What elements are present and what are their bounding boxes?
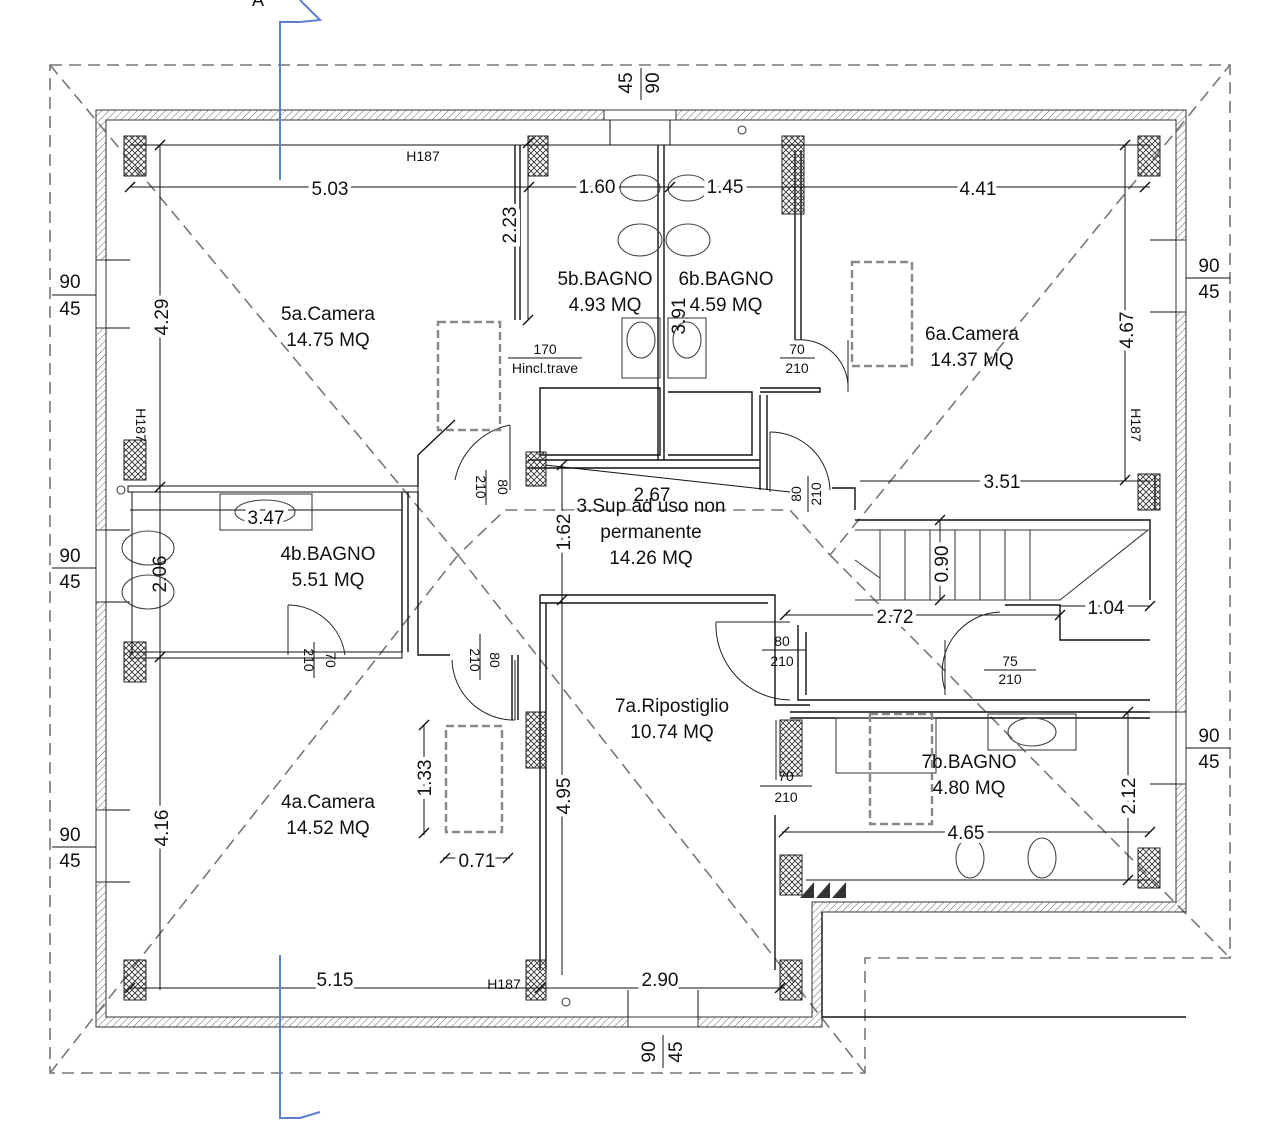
room-3-name-line1: 3.Sup ad uso non — [577, 496, 726, 517]
dim-2-67: 2.67 — [634, 485, 671, 506]
window-left2-45: 45 — [59, 572, 80, 593]
window-right1-45: 45 — [1198, 282, 1219, 303]
window-left2-90: 90 — [59, 546, 80, 567]
section-line: A — [252, 0, 323, 1119]
dim-4-65: 4.65 — [948, 823, 985, 844]
door-stairs-height: 210 — [998, 671, 1022, 687]
dimension-lines — [124, 137, 1156, 994]
dim-1-62: 1.62 — [554, 514, 575, 551]
window-left3-90: 90 — [59, 825, 80, 846]
room-7a-area: 10.74 MQ — [630, 722, 713, 743]
dim-3-47: 3.47 — [248, 508, 285, 529]
dim-0-90: 0.90 — [932, 546, 953, 583]
fixtures — [116, 125, 1077, 1007]
dim-4-29: 4.29 — [152, 299, 173, 336]
dim-1-60: 1.60 — [579, 177, 616, 198]
beam-height-value: 170 — [533, 341, 557, 357]
room-6a-name: 6a.Camera — [925, 324, 1019, 345]
room-4a-area: 14.52 MQ — [286, 818, 369, 839]
room-5b-name: 5b.BAGNO — [557, 269, 652, 290]
dim-4-16: 4.16 — [152, 810, 173, 847]
door-4a-width: 80 — [487, 652, 503, 668]
stairs — [854, 529, 1150, 601]
opening-labels: 45 90 90 45 90 45 90 45 90 45 90 45 90 4… — [52, 68, 1230, 1068]
dim-3-91: 3.91 — [669, 298, 690, 335]
door-4b-width: 70 — [323, 652, 339, 668]
door-stairs-width: 75 — [1002, 653, 1018, 669]
section-marker-label: A — [252, 0, 264, 10]
room-4b-area: 5.51 MQ — [292, 570, 365, 591]
door-7a-width: 80 — [774, 633, 790, 649]
height-h187-bottom: H187 — [487, 976, 521, 992]
window-left1-90: 90 — [59, 272, 80, 293]
dim-2-23: 2.23 — [500, 207, 521, 244]
room-7a-name: 7a.Ripostiglio — [615, 696, 729, 717]
room-6b-area: 4.59 MQ — [690, 295, 763, 316]
window-left3-45: 45 — [59, 851, 80, 872]
dim-5-03: 5.03 — [312, 179, 349, 200]
room-5a-area: 14.75 MQ — [286, 330, 369, 351]
dim-0-71: 0.71 — [459, 851, 496, 872]
door-4a-height: 210 — [467, 648, 483, 672]
door-6a-width: 70 — [789, 341, 805, 357]
door-6a-lower-width: 80 — [788, 486, 804, 502]
interior-walls — [127, 145, 1156, 970]
door-7a-height: 210 — [770, 653, 794, 669]
dim-4-67: 4.67 — [1117, 312, 1138, 349]
room-7b-name: 7b.BAGNO — [921, 752, 1016, 773]
beam-height-label: Hincl.trave — [512, 360, 578, 376]
window-top-45: 45 — [616, 72, 637, 93]
door-5a-width: 80 — [495, 479, 511, 495]
door-4b-height: 210 — [301, 648, 317, 672]
height-h187-right: H187 — [1128, 408, 1144, 442]
room-3-area: 14.26 MQ — [609, 548, 692, 569]
dim-5-15: 5.15 — [317, 970, 354, 991]
room-6b-name: 6b.BAGNO — [678, 269, 773, 290]
door-6a-height: 210 — [785, 360, 809, 376]
dim-1-33: 1.33 — [415, 760, 436, 797]
dim-2-06: 2.06 — [150, 556, 171, 593]
roof-outline — [49, 64, 1231, 1074]
room-6a-area: 14.37 MQ — [930, 350, 1013, 371]
height-h187-top: H187 — [406, 148, 440, 164]
door-6a-lower-height: 210 — [808, 482, 824, 506]
room-labels: 5a.Camera 14.75 MQ 5b.BAGNO 4.93 MQ 6b.B… — [280, 269, 1019, 839]
window-top-90: 90 — [643, 72, 664, 93]
door-5a-height: 210 — [473, 475, 489, 499]
window-bottom-90: 90 — [639, 1041, 660, 1062]
room-5a-name: 5a.Camera — [281, 304, 375, 325]
columns — [123, 135, 1161, 1001]
height-h187-left: H187 — [133, 408, 149, 442]
room-7b-area: 4.80 MQ — [933, 778, 1006, 799]
dim-2-90: 2.90 — [642, 970, 679, 991]
dim-2-72: 2.72 — [877, 607, 914, 628]
dimension-labels: 5.03 1.60 1.45 4.41 3.51 3.47 2.67 2.72 … — [148, 173, 1144, 995]
door-7b-height: 210 — [774, 789, 798, 805]
door-7b-width: 70 — [778, 768, 794, 784]
window-left1-45: 45 — [59, 299, 80, 320]
window-right2-45: 45 — [1198, 752, 1219, 773]
dim-3-51: 3.51 — [984, 472, 1021, 493]
dim-4-41: 4.41 — [960, 179, 997, 200]
window-bottom-45: 45 — [666, 1041, 687, 1062]
doors — [287, 339, 1001, 780]
dim-4-95: 4.95 — [554, 778, 575, 815]
height-labels: H187 H187 H187 H187 170 Hincl.trave — [133, 148, 1144, 992]
room-4a-name: 4a.Camera — [281, 792, 375, 813]
window-right2-90: 90 — [1198, 726, 1219, 747]
room-4b-name: 4b.BAGNO — [280, 544, 375, 565]
room-3-name-line2: permanente — [600, 522, 701, 543]
window-right1-90: 90 — [1198, 256, 1219, 277]
room-5b-area: 4.93 MQ — [569, 295, 642, 316]
dim-1-45: 1.45 — [707, 177, 744, 198]
dim-2-12: 2.12 — [1119, 778, 1140, 815]
dim-1-04: 1.04 — [1088, 598, 1125, 619]
